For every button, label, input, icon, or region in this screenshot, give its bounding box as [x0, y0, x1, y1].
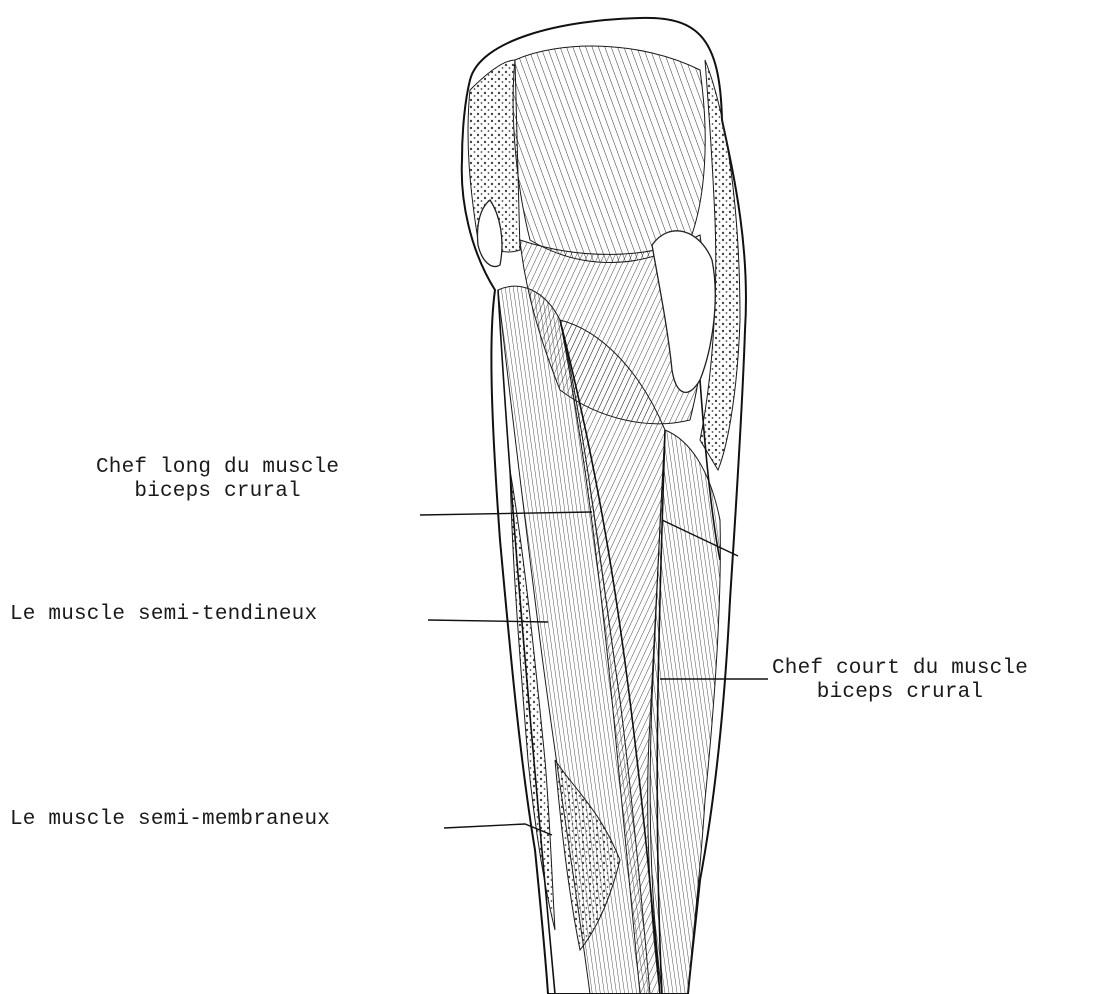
label-chef-long: Chef long du muscle biceps crural	[96, 456, 339, 504]
label-semi-tendineux-text: Le muscle semi-tendineux	[10, 603, 317, 627]
label-semi-membraneux-text: Le muscle semi-membraneux	[10, 808, 330, 832]
label-semi-membraneux: Le muscle semi-membraneux	[10, 808, 330, 832]
label-chef-court-line1: Chef court du muscle	[772, 657, 1028, 681]
label-chef-long-line2: biceps crural	[96, 480, 339, 504]
label-chef-court-line2: biceps crural	[772, 681, 1028, 705]
label-chef-court: Chef court du muscle biceps crural	[772, 657, 1028, 705]
label-semi-tendineux: Le muscle semi-tendineux	[10, 603, 317, 627]
label-chef-long-line1: Chef long du muscle	[96, 456, 339, 480]
